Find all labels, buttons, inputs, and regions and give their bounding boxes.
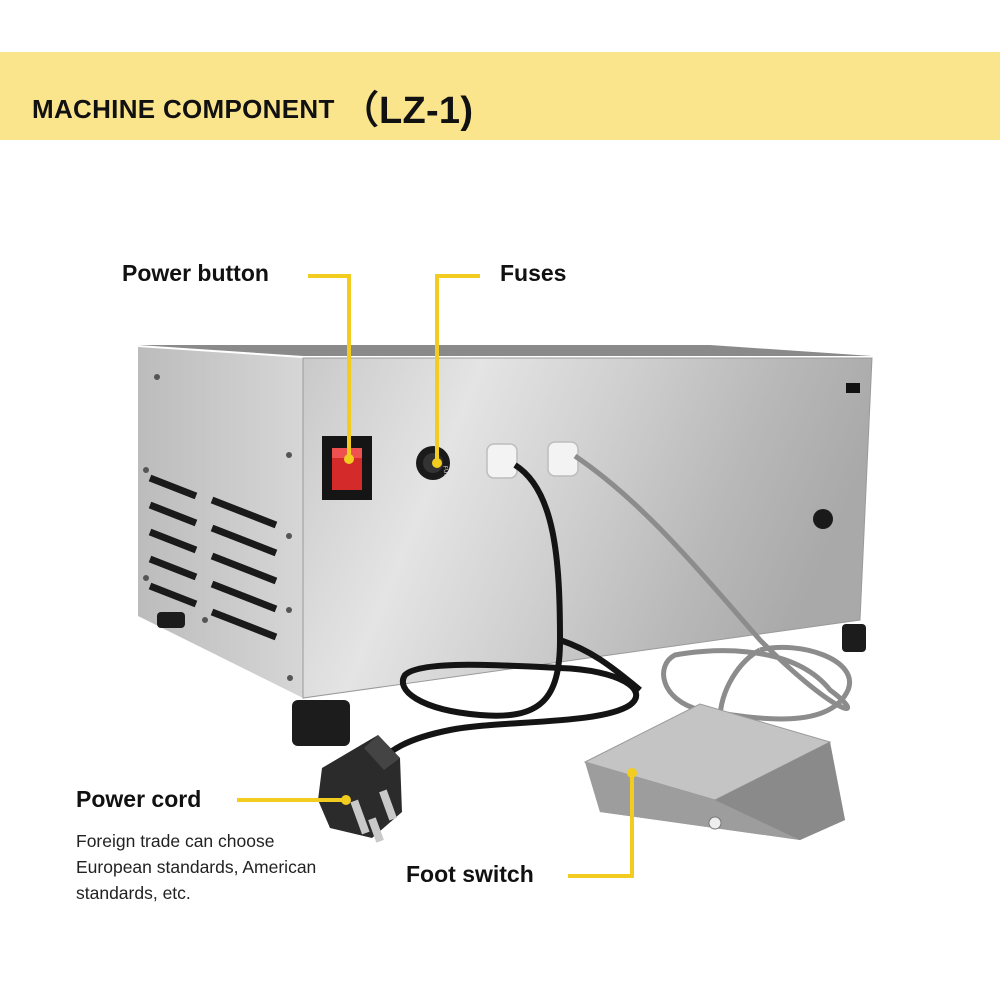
callout-lines [237, 274, 634, 878]
banner-title: MACHINE COMPONENT（LZ-1) [32, 74, 474, 132]
foot-pedal [583, 703, 845, 840]
panel-hole [813, 509, 833, 529]
machine-side-panel [138, 347, 303, 698]
fuses-label: Fuses [500, 260, 567, 286]
panel-slot [846, 383, 860, 393]
title-banner: MACHINE COMPONENT（LZ-1) [0, 52, 1000, 140]
callout-line-power-button [308, 274, 351, 458]
power-cord-note-line: Foreign trade can choose [76, 831, 275, 851]
machine-foot-back [157, 612, 185, 628]
power-cord-note: Foreign trade can choose European standa… [76, 828, 376, 906]
fuse-text: FUSE [441, 465, 451, 482]
callout-line-fuses [435, 274, 480, 462]
power-cord-label: Power cord [76, 786, 202, 812]
banner-title-text: MACHINE COMPONENT [32, 94, 335, 124]
machine-foot-right [842, 624, 866, 652]
power-button-label: Power button [122, 260, 269, 286]
banner-model-text: （LZ-1) [340, 90, 474, 132]
foot-switch-label: Foot switch [406, 861, 534, 887]
machine-foot-left [292, 700, 350, 746]
power-cord-note-line: European standards, American [76, 857, 317, 877]
machine-top-edge [138, 345, 872, 356]
power-plug [318, 735, 402, 843]
machine-front-panel [302, 357, 873, 699]
power-cord-note-line: standards, etc. [76, 883, 191, 903]
cable-glands [486, 441, 579, 479]
foot-switch-cable [573, 453, 853, 722]
side-vents [148, 474, 278, 641]
callout-line-foot-switch [568, 773, 634, 878]
